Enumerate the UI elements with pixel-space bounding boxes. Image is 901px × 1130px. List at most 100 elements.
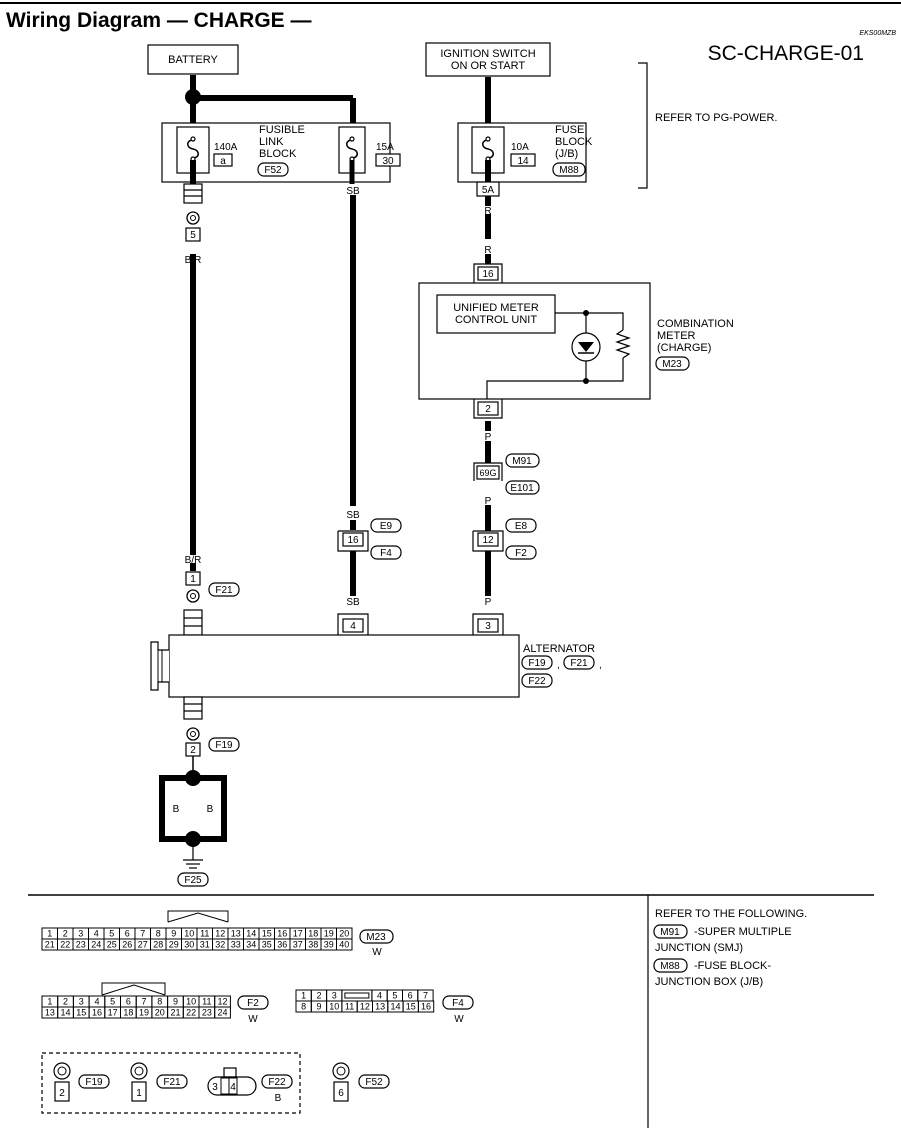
connector-f2: F2 (515, 548, 527, 559)
legend-f21-pin: 1 (136, 1088, 142, 1099)
terminal-5a: 5A (482, 185, 495, 196)
combination-meter (418, 263, 651, 419)
legend-f52 (332, 1062, 390, 1102)
legend-f4-pin-label: 16 (421, 1002, 431, 1012)
refer-m88-text2: JUNCTION BOX (J/B) (655, 976, 763, 988)
legend-f2-pin-label: 18 (123, 1008, 133, 1018)
legend-f22 (207, 1067, 293, 1096)
legend-m23-pin-label: 39 (324, 940, 334, 950)
legend-f4-pin-label: 9 (316, 1002, 321, 1012)
legend-m23-pin-label: 2 (63, 929, 68, 939)
legend-m23-pin-label: 7 (140, 929, 145, 939)
legend-f2-pin-label: 22 (186, 1008, 196, 1018)
fuse-rating-15a: 15A (376, 142, 394, 153)
connector-badge-f52 (257, 162, 289, 177)
harness-connector-alt-bottom (183, 696, 203, 720)
legend-m23-pin-label: 3 (78, 929, 83, 939)
legend-m23-pin-label: 23 (76, 940, 86, 950)
alternator-sep-2: , (599, 660, 602, 671)
legend-f4-pin-label: 2 (316, 991, 321, 1001)
legend-m23-pin-label: 17 (293, 929, 303, 939)
legend-f21 (130, 1062, 188, 1102)
legend-m23-pin-label: 40 (339, 940, 349, 950)
terminal-12-e8: 12 (482, 535, 494, 546)
legend-f22-pin-3: 3 (212, 1082, 218, 1093)
alternator-conn-f22: F22 (528, 676, 546, 687)
fuse-block-jb (457, 122, 587, 197)
legend-f19 (53, 1062, 110, 1102)
refer-m91-text2: JUNCTION (SMJ) (655, 942, 743, 954)
legend-m23-pin-label: 32 (215, 940, 225, 950)
connector-badge-f25 (177, 872, 209, 887)
legend-m23-pin-label: 19 (324, 929, 334, 939)
connector-badge-legend-f4 (442, 995, 474, 1010)
e8-f2-connector (472, 518, 537, 560)
meter-label-2: METER (657, 330, 696, 342)
legend-f2-pin-label: 4 (94, 997, 99, 1007)
legend-m23-pin-label: 21 (45, 940, 55, 950)
legend-m23-pin-label: 6 (125, 929, 130, 939)
wire-color-p-top: P (485, 432, 492, 443)
fuse-rating-140a: 140A (214, 142, 238, 153)
wire-color-b-left: B (173, 804, 180, 815)
legend-m23-pin-cell (336, 938, 353, 951)
legend-f4-pin-label: 7 (423, 991, 428, 1001)
legend-m23-pin-label: 27 (138, 940, 148, 950)
terminal-69g: 69G (479, 468, 496, 478)
legend-m23-pin-label: 14 (246, 929, 256, 939)
legend-f4-pin-label: 3 (332, 991, 337, 1001)
legend-f4-pin-label: 1 (301, 991, 306, 1001)
legend-f4-name: F4 (452, 998, 464, 1009)
alternator-label: ALTERNATOR (523, 643, 595, 655)
legend-f2-pin-label: 19 (139, 1008, 149, 1018)
fuse-block-label-3: (J/B) (555, 148, 578, 160)
terminal-5: 5 (190, 230, 196, 241)
legend-m23-pin-label: 31 (200, 940, 210, 950)
refer-following-title: REFER TO THE FOLLOWING. (655, 908, 807, 920)
terminal-2-f19: 2 (190, 745, 196, 756)
legend-f2-pin-label: 21 (170, 1008, 180, 1018)
legend-m23-pin-label: 8 (156, 929, 161, 939)
legend-m23-pin-label: 5 (109, 929, 114, 939)
legend-f2-pin-label: 17 (108, 1008, 118, 1018)
legend-m23-pin-label: 13 (231, 929, 241, 939)
wire-color-r-bottom: R (484, 245, 491, 256)
legend-f4-pin-label: 6 (408, 991, 413, 1001)
fusible-link-label-1: FUSIBLE (259, 124, 305, 136)
legend-m23-color: W (372, 947, 382, 958)
legend-f2-pin-label: 20 (155, 1008, 165, 1018)
legend-f2-pin-label: 24 (218, 1008, 228, 1018)
alternator-sep-1: , (557, 660, 560, 671)
refer-m91-badge (653, 924, 688, 939)
refer-m91-text1: -SUPER MULTIPLE (694, 926, 792, 938)
connector-f19: F19 (215, 740, 233, 751)
alternator-pulley-icon (150, 641, 169, 691)
fuse-block-label-1: FUSE (555, 124, 584, 136)
legend-m23-pin-label: 22 (60, 940, 70, 950)
connector-f4: F4 (380, 548, 392, 559)
legend-f2-pin-label: 13 (45, 1008, 55, 1018)
legend-m23-pin-label: 16 (277, 929, 287, 939)
wire-color-r-top: R (484, 206, 491, 217)
fusible-link-label-2: LINK (259, 136, 284, 148)
legend-dashed-group (41, 1052, 301, 1114)
legend-f2-pin-label: 3 (79, 997, 84, 1007)
terminal-2-meter: 2 (485, 404, 491, 415)
legend-f52-pin: 6 (338, 1088, 344, 1099)
legend-m23-pin-label: 9 (171, 929, 176, 939)
legend-f4-pin-label: 12 (360, 1002, 370, 1012)
legend-f4-pin-label: 14 (390, 1002, 400, 1012)
legend-m23-pin-label: 30 (184, 940, 194, 950)
refer-pg-power: REFER TO PG-POWER. (655, 112, 777, 124)
connector-badge-m23 (655, 356, 690, 371)
wire-color-b-right: B (207, 804, 214, 815)
legend-f4-pin-label: 13 (375, 1002, 385, 1012)
connector-m91: M91 (512, 456, 532, 467)
battery-splice (185, 89, 201, 105)
legend-f4-pin-cell (417, 1000, 435, 1013)
ground-splice-bottom (185, 831, 201, 847)
document-code: EKS00MZB (859, 30, 896, 37)
legend-f22-color: B (275, 1093, 282, 1104)
legend-f21-name: F21 (163, 1077, 181, 1088)
